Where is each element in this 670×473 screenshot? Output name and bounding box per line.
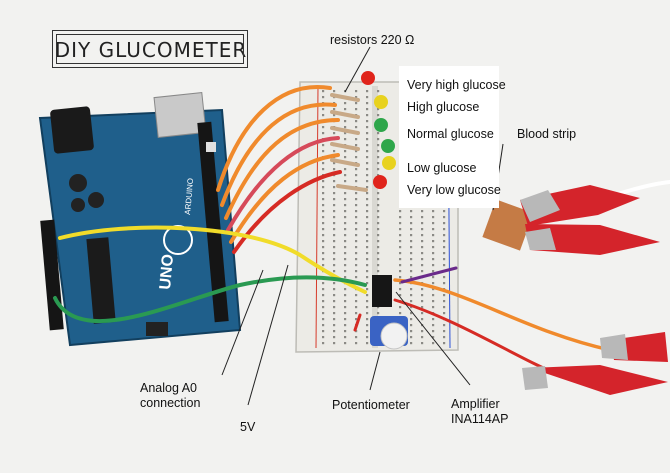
analog-a0-label-line1: Analog A0 — [140, 381, 197, 395]
led-legend-panel: Very high glucose High glucose Normal gl… — [399, 66, 506, 208]
arduino-model-text: UNO — [157, 253, 177, 290]
led-label-very-high: Very high glucose — [407, 78, 506, 92]
led-label-high: High glucose — [407, 100, 480, 114]
arduino-brand-text: ARDUINO — [183, 178, 195, 216]
led-label-very-low: Very low glucose — [407, 183, 501, 197]
amplifier-label-line2: INA114AP — [451, 412, 509, 426]
five-volt-label: 5V — [240, 420, 256, 434]
analog-a0-label-line2: connection — [140, 396, 201, 410]
arduino-board: UNO ARDUINO — [38, 92, 242, 347]
leader-lines — [221, 46, 504, 406]
resistors-label: resistors 220 Ω — [330, 33, 415, 47]
potentiometer — [370, 316, 408, 350]
logo-title: DIY GLUCOMETER — [54, 38, 248, 62]
resistor-group — [330, 93, 368, 192]
blood-strip-clips — [482, 185, 668, 395]
led-group — [361, 71, 396, 189]
led-label-low: Low glucose — [407, 161, 477, 175]
logo-frame: DIY GLUCOMETER — [52, 30, 248, 68]
blood-strip-label: Blood strip — [517, 127, 577, 141]
amplifier-label-line1: Amplifier — [451, 397, 500, 411]
potentiometer-label: Potentiometer — [332, 398, 410, 412]
led-label-normal: Normal glucose — [407, 127, 494, 141]
amplifier-chip — [372, 275, 392, 307]
